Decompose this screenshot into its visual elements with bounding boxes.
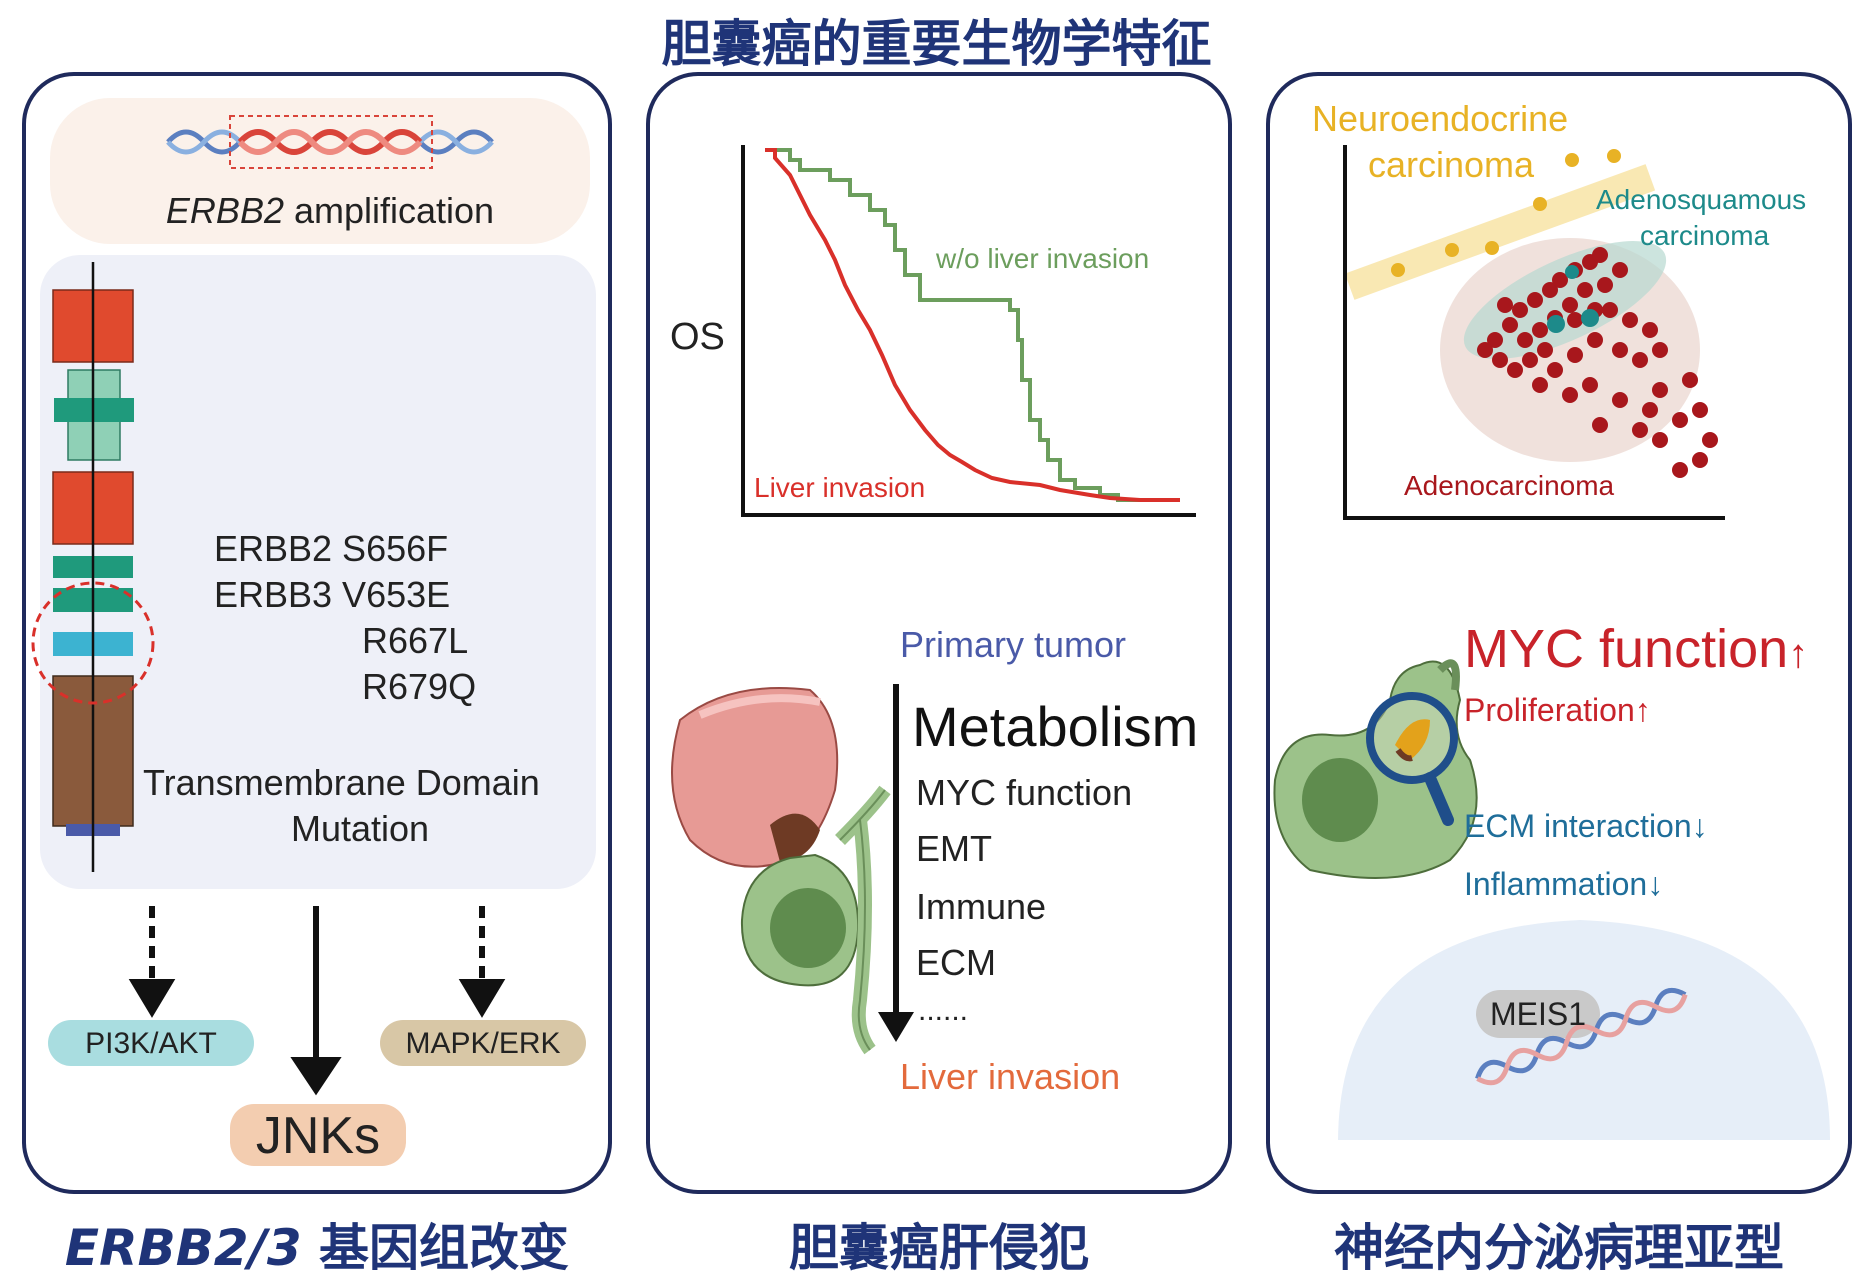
pathway-emt: EMT <box>916 828 992 869</box>
tm-domain-label: Transmembrane Domain <box>143 762 540 803</box>
pi3k-pill <box>48 1020 254 1066</box>
panel1-caption-gene: ERBB2/3 <box>64 1219 302 1277</box>
meis1-label: MEIS1 <box>1489 996 1587 1032</box>
up-arrow-icon: ↑ <box>1634 692 1651 728</box>
pathway-ecm: ECM <box>916 942 996 983</box>
dna-helix-icon-2 <box>1475 987 1688 1086</box>
proliferation-text: Proliferation <box>1464 692 1635 728</box>
jnks-pill <box>230 1104 406 1166</box>
green-curve-label: w/o liver invasion <box>936 243 1150 274</box>
mapk-label: MAPK/ERK <box>405 1027 561 1060</box>
ecm-interaction-label: ECM interaction↓ <box>1464 808 1708 845</box>
pathway-immune: Immune <box>916 886 1047 927</box>
tm-mutation-label: Mutation <box>291 808 430 849</box>
inflammation-label: Inflammation↓ <box>1464 866 1663 903</box>
neuroendocrine-label-1: Neuroendocrine <box>1312 98 1569 139</box>
adenocarcinoma-points <box>1477 247 1718 478</box>
receptor-domains <box>31 262 155 872</box>
jnks-label: JNKs <box>255 1107 381 1165</box>
myc-function-label: MYC function↑ <box>1464 618 1808 680</box>
trend-arrow-head <box>878 1012 914 1042</box>
amplification-gene: ERBB2 <box>165 190 284 231</box>
scatter-axes <box>1343 145 1725 520</box>
receptor-background <box>40 255 596 889</box>
adenosquamous-label-1: Adenosquamous <box>1596 184 1807 215</box>
myc-function-text: MYC function <box>1464 619 1789 679</box>
meis1-pill <box>1476 990 1600 1038</box>
proliferation-label: Proliferation↑ <box>1464 692 1651 729</box>
neuroendocrine-label-2: carcinoma <box>1368 144 1535 185</box>
neuroendocrine-band <box>1344 164 1656 300</box>
adenosquamous-label-2: carcinoma <box>1640 220 1770 251</box>
amplification-label: ERBB2 amplification <box>0 190 660 232</box>
liver-gallbladder-illustration <box>671 687 891 1055</box>
mutation-1: ERBB2 S656F <box>214 528 449 569</box>
main-title: 胆囊癌的重要生物学特征 <box>661 15 1212 73</box>
down-arrow-icon: ↓ <box>1691 808 1708 844</box>
adenosquamous-points <box>1547 265 1599 333</box>
panel3-caption: 神经内分泌病理亚型 <box>1334 1219 1784 1277</box>
liver-invasion-label: Liver invasion <box>900 1056 1121 1097</box>
gallbladder-magnifier-illustration <box>1273 659 1478 879</box>
panel1-caption-text: 基因组改变 <box>301 1219 570 1277</box>
panel1-caption: ERBB2/3 基因组改变 <box>22 1208 612 1280</box>
down-arrow-icon: ↓ <box>1647 866 1664 902</box>
mutation-3: R667L <box>362 620 469 661</box>
panel2-caption: 胆囊癌肝侵犯 <box>789 1219 1089 1277</box>
up-arrow-icon: ↑ <box>1788 632 1809 676</box>
adenocarcinoma-label: Adenocarcinoma <box>1404 470 1615 501</box>
mapk-pill <box>380 1020 586 1066</box>
primary-tumor-label: Primary tumor <box>900 624 1127 665</box>
red-curve-label: Liver invasion <box>754 472 926 503</box>
km-axes <box>741 145 1196 517</box>
km-curve-red <box>765 148 1180 502</box>
inflammation-text: Inflammation <box>1464 866 1648 902</box>
pi3k-label: PI3K/AKT <box>85 1027 217 1060</box>
signal-arrows <box>128 906 506 1096</box>
mutation-4: R679Q <box>362 666 477 707</box>
km-curve-green <box>765 148 1180 502</box>
amplification-text: amplification <box>283 190 495 231</box>
pathway-more: ...... <box>918 994 969 1027</box>
metabolism-label: Metabolism <box>912 695 1199 758</box>
os-label: OS <box>670 316 725 358</box>
mutation-2: ERBB3 V653E <box>214 574 451 615</box>
ecm-interaction-text: ECM interaction <box>1464 808 1692 844</box>
neuroendocrine-points <box>1391 149 1621 277</box>
dna-helix-icon <box>166 115 494 169</box>
pathway-myc: MYC function <box>916 772 1133 813</box>
